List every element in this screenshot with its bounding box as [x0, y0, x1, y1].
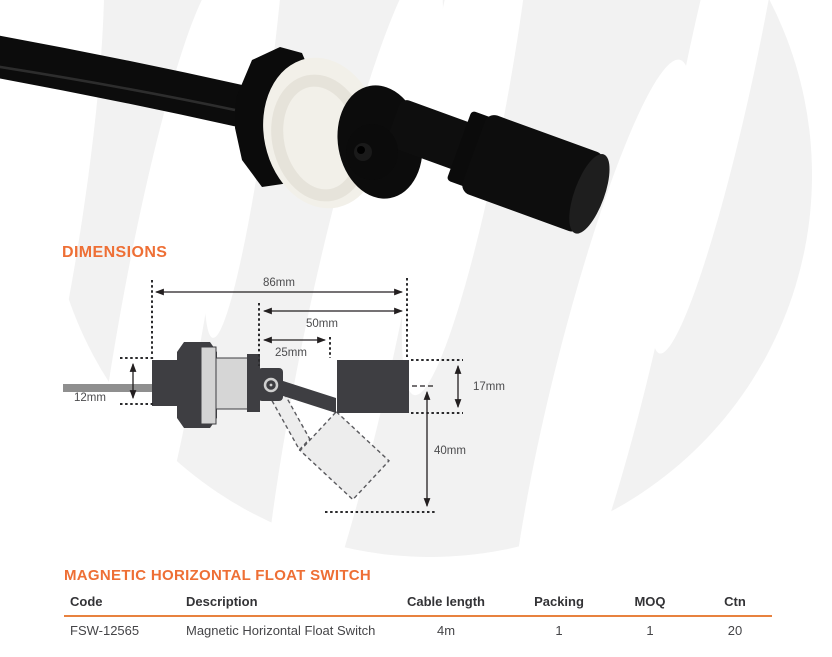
- dim-label-overall-width: 86mm: [263, 277, 295, 289]
- drawing-float-arm: [280, 380, 336, 413]
- cell-cable-length: 4m: [436, 623, 456, 638]
- col-header-packing: Packing: [516, 591, 602, 617]
- photo-cable-highlight: [0, 65, 236, 112]
- col-header-ctn: Ctn: [698, 591, 772, 617]
- photo-cable: [0, 35, 261, 127]
- dim-label-float-drop: 40mm: [434, 445, 466, 457]
- drawing-washer: [200, 346, 217, 425]
- col-header-code: Code: [64, 591, 180, 617]
- float-switch-drawing: [63, 342, 409, 501]
- spec-header-row: Code Description Cable length Packing MO…: [64, 591, 772, 617]
- dim-label-inner-width: 25mm: [275, 347, 307, 359]
- drawing-cable-gland: [152, 360, 178, 406]
- product-heading: MAGNETIC HORIZONTAL FLOAT SWITCH: [64, 567, 372, 584]
- drawing-float-dropped-ghost: [269, 386, 390, 501]
- drawing-threaded-body: [215, 357, 249, 410]
- product-spec-table: Code Description Cable length Packing MO…: [64, 591, 772, 640]
- dim-label-upper-width: 50mm: [306, 318, 338, 330]
- construction-lines: [120, 278, 463, 513]
- cell-ctn: 20: [727, 623, 743, 638]
- photo-hinge-hole-center: [357, 146, 365, 154]
- drawing-float: [337, 360, 409, 413]
- col-header-cable-length: Cable length: [376, 591, 516, 617]
- dim-label-float-height: 17mm: [473, 381, 505, 393]
- drawing-pivot-pin: [263, 377, 279, 393]
- photo-float-assembly: [387, 100, 610, 234]
- drawing-cable: [63, 384, 153, 392]
- col-header-moq: MOQ: [602, 591, 698, 617]
- drawing-collar: [247, 354, 260, 412]
- cell-moq: 1: [646, 623, 654, 638]
- cell-packing: 1: [555, 623, 563, 638]
- dim-label-cable-diameter: 12mm: [74, 392, 106, 404]
- spec-data-row: FSW-12565 Magnetic Horizontal Float Swit…: [64, 616, 772, 640]
- product-photo: [0, 35, 610, 234]
- cell-code: FSW-12565: [70, 623, 140, 638]
- cell-description: Magnetic Horizontal Float Switch: [186, 623, 376, 638]
- drawing-pivot-pin-center: [269, 383, 273, 387]
- dimension-arrows: [129, 288, 462, 508]
- col-header-description: Description: [180, 591, 376, 617]
- dimensions-heading: DIMENSIONS: [62, 244, 168, 261]
